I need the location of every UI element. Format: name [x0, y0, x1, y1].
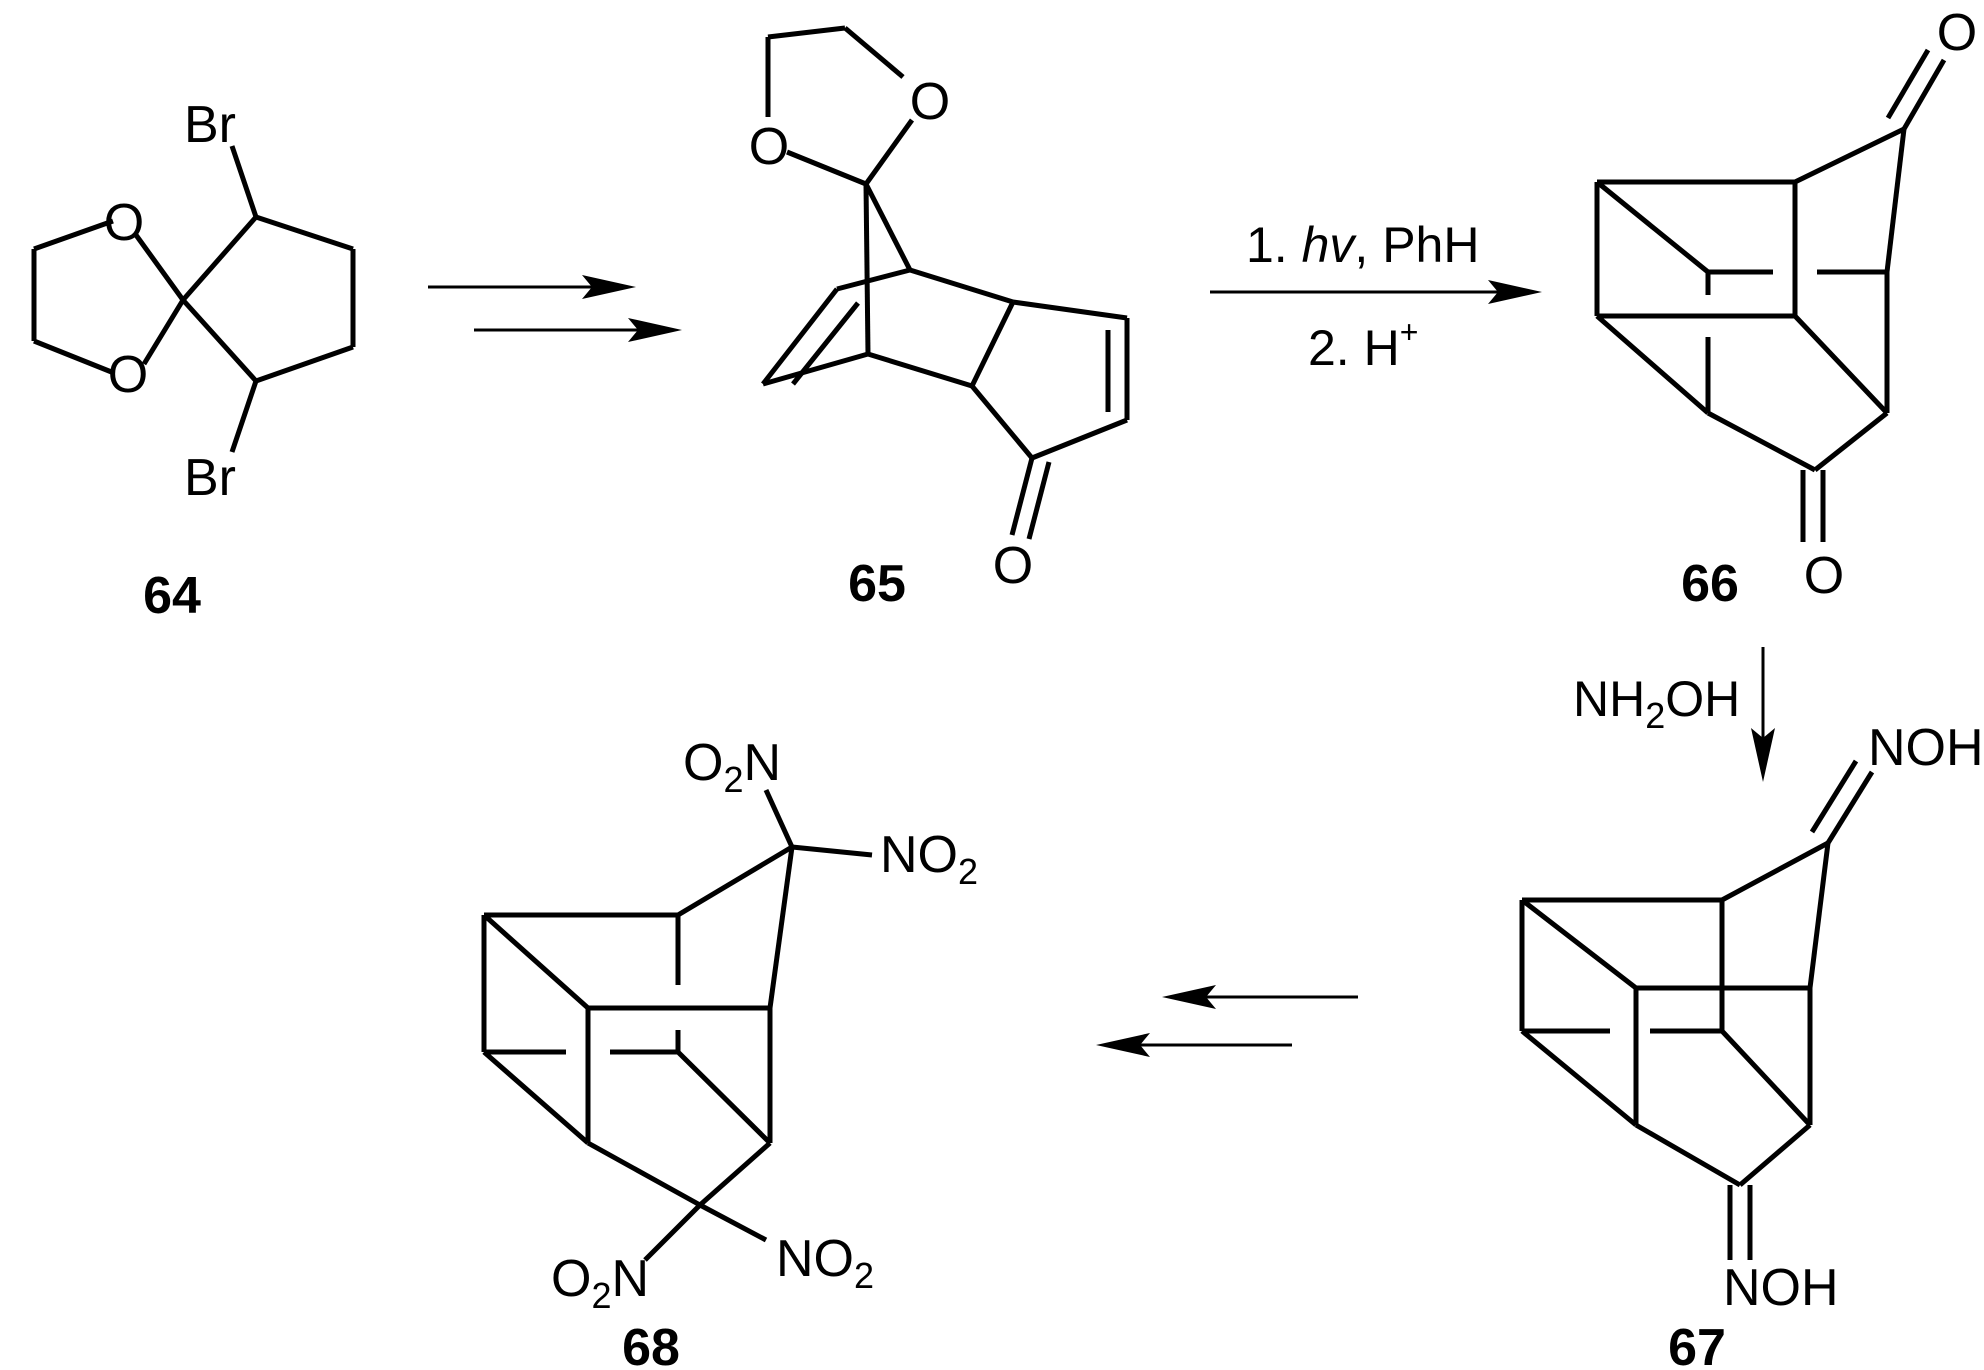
oxygen-atom: O [910, 73, 950, 131]
compound-number: 67 [1668, 1319, 1726, 1370]
reaction-condition-step2: 2. H+ [1308, 314, 1418, 376]
reaction-arrow-65-66: 1. hv, PhH 2. H+ [1210, 217, 1542, 376]
reaction-condition-reagent: NH2OH [1573, 671, 1740, 736]
reaction-arrow-66-67: NH2OH [1573, 647, 1775, 782]
nitro-group: NO2 [776, 1230, 874, 1296]
oxygen-atom: O [993, 537, 1033, 595]
reaction-arrow-64-65 [428, 275, 682, 342]
nitro-group: NO2 [880, 826, 978, 892]
oxygen-atom: O [749, 118, 789, 176]
bromine-atom: Br [184, 449, 236, 507]
oxygen-atom: O [104, 194, 144, 252]
compound-66: O O 66 [1594, 4, 1977, 613]
bromine-atom: Br [184, 96, 236, 154]
nitro-group: O2N [551, 1250, 649, 1316]
compound-65: O O O 65 [749, 25, 1130, 613]
compound-number: 68 [622, 1319, 680, 1370]
oxygen-atom: O [1804, 547, 1844, 605]
reaction-condition-step1: 1. hv, PhH [1246, 217, 1479, 273]
compound-68: O2N NO2 O2N NO2 68 [481, 734, 978, 1370]
oxygen-atom: O [1937, 4, 1977, 62]
compound-67: NOH NOH 67 [1519, 719, 1984, 1370]
compound-number: 64 [143, 567, 201, 625]
compound-number: 65 [848, 555, 906, 613]
oxygen-atom: O [108, 346, 148, 404]
oxime-group: NOH [1868, 719, 1984, 777]
oxime-group: NOH [1723, 1259, 1839, 1317]
reaction-arrow-67-68 [1096, 985, 1358, 1057]
nitro-group: O2N [683, 734, 781, 800]
compound-number: 66 [1681, 555, 1739, 613]
compound-64: O O Br Br 64 [31, 96, 356, 625]
